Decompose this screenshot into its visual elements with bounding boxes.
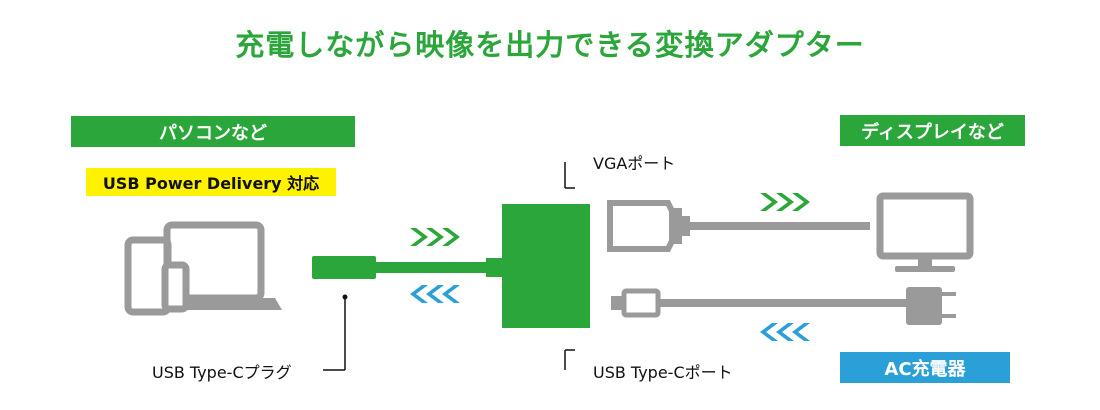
green-chevrons-1 [410, 228, 460, 246]
green-chevrons-2 [760, 193, 810, 211]
typec-plug-icon [312, 256, 376, 279]
page-title: 充電しながら映像を出力できる変換アダプター [235, 28, 865, 62]
ac-charger-label-box: AC充電器 [840, 352, 1010, 383]
laptop-base-icon [183, 298, 282, 310]
typec-power-cable-icon [611, 288, 908, 318]
vga-port-label: VGAポート [593, 154, 676, 173]
typec-cable [376, 262, 488, 273]
power-delivery-badge: USB Power Delivery 対応 [86, 168, 336, 196]
devices-icon [124, 221, 265, 316]
display-label-box: ディスプレイなど [840, 115, 1025, 146]
cable-strain-relief [486, 258, 502, 277]
vga-cable [690, 222, 870, 230]
typec-plug-label: USB Type-Cプラグ [152, 363, 292, 382]
pc-label-box: パソコンなど [71, 116, 355, 147]
monitor-icon [876, 192, 974, 272]
blue-chevrons-2 [760, 323, 810, 341]
blue-chevrons-1 [410, 285, 460, 303]
ac-charger-icon [906, 287, 956, 325]
vga-connector-icon [607, 200, 870, 252]
adapter-box [502, 204, 590, 328]
typec-port-label: USB Type-Cポート [593, 363, 733, 382]
